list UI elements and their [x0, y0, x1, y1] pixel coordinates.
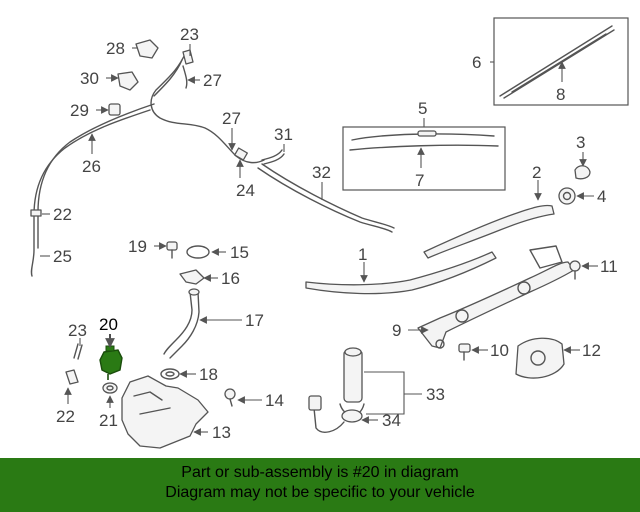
grommet-34: [308, 395, 363, 433]
banner-line-part: Part or sub-assembly is #20 in diagram: [181, 464, 459, 481]
callout-11[interactable]: 11: [600, 257, 618, 276]
callout-20[interactable]: 20: [99, 315, 118, 334]
callout-27-upper[interactable]: 27: [203, 71, 222, 90]
callout-31[interactable]: 31: [274, 125, 293, 144]
callout-29[interactable]: 29: [70, 101, 89, 120]
callout-21[interactable]: 21: [99, 411, 118, 430]
callout-3[interactable]: 3: [576, 133, 585, 152]
callout-16[interactable]: 16: [221, 269, 240, 288]
callout-8[interactable]: 8: [556, 85, 565, 104]
callout-24[interactable]: 24: [236, 181, 255, 200]
callout-26[interactable]: 26: [82, 157, 101, 176]
callout-2[interactable]: 2: [532, 163, 541, 182]
hose-joint-30: [117, 71, 139, 91]
bolt-14: [224, 388, 236, 407]
callout-12[interactable]: 12: [582, 341, 601, 360]
callout-33[interactable]: 33: [426, 385, 445, 404]
callout-23-lower[interactable]: 23: [68, 321, 87, 340]
filler-pipe-17: [163, 288, 200, 359]
callout-15[interactable]: 15: [230, 243, 249, 262]
callout-9[interactable]: 9: [392, 321, 401, 340]
callout-18[interactable]: 18: [199, 365, 218, 384]
callout-6[interactable]: 6: [472, 53, 481, 72]
grommet-15: [186, 245, 210, 259]
hose-clip-28: [135, 39, 159, 59]
bracket-16: [179, 269, 205, 285]
callout-27-lower[interactable]: 27: [222, 109, 241, 128]
seal-18: [160, 368, 180, 380]
banner-line-disclaimer: Diagram may not be specific to your vehi…: [165, 484, 475, 501]
hose-27: [182, 65, 188, 89]
wiper-arm-2: [423, 204, 555, 259]
callout-28[interactable]: 28: [106, 39, 125, 58]
washer-pump-20[interactable]: [99, 345, 123, 380]
callout-22-lower[interactable]: 22: [56, 407, 75, 426]
nut-4: [558, 187, 576, 205]
callout-labels: 1 2 3 4 5 6 7 8 9 10 11 12 13 14 15 16 1…: [53, 25, 618, 442]
wiper-blade-box-5: [342, 126, 506, 191]
wiper-motor-12: [515, 337, 565, 379]
bolt-10: [458, 343, 471, 361]
callout-1[interactable]: 1: [358, 245, 367, 264]
callout-23-upper[interactable]: 23: [180, 25, 199, 44]
washer-pump-33: [339, 347, 365, 416]
bolt-11: [569, 260, 581, 280]
bolt-19: [166, 241, 178, 259]
callout-17[interactable]: 17: [245, 311, 264, 330]
clip-29: [108, 103, 121, 116]
callout-25[interactable]: 25: [53, 247, 72, 266]
hose-clip-22-lower: [65, 369, 79, 385]
cap-3: [574, 165, 591, 180]
hose-31: [261, 149, 285, 165]
callout-30[interactable]: 30: [80, 69, 99, 88]
callout-13[interactable]: 13: [212, 423, 231, 442]
hose-clip-23-top: [182, 49, 194, 65]
callout-34[interactable]: 34: [382, 411, 401, 430]
leader-lines: [40, 44, 598, 436]
callout-22-upper[interactable]: 22: [53, 205, 72, 224]
callout-32[interactable]: 32: [312, 163, 331, 182]
callout-4[interactable]: 4: [597, 187, 606, 206]
washer-reservoir-13: [121, 375, 209, 449]
parts-diagram: 1 2 3 4 5 6 7 8 9 10 11 12 13 14 15 16 1…: [30, 17, 629, 449]
washer-hose-32: [257, 163, 395, 233]
hose-23-lower: [73, 343, 83, 360]
callout-19[interactable]: 19: [128, 237, 147, 256]
callout-7[interactable]: 7: [415, 171, 424, 190]
callout-5[interactable]: 5: [418, 99, 427, 118]
washer-hose-assembly: [30, 51, 265, 277]
grommet-21: [102, 382, 118, 394]
info-banner: Part or sub-assembly is #20 in diagram D…: [0, 458, 640, 512]
wiper-linkage-9: [417, 245, 575, 349]
callout-10[interactable]: 10: [490, 341, 509, 360]
callout-14[interactable]: 14: [265, 391, 284, 410]
wiper-arm-1: [305, 251, 497, 295]
